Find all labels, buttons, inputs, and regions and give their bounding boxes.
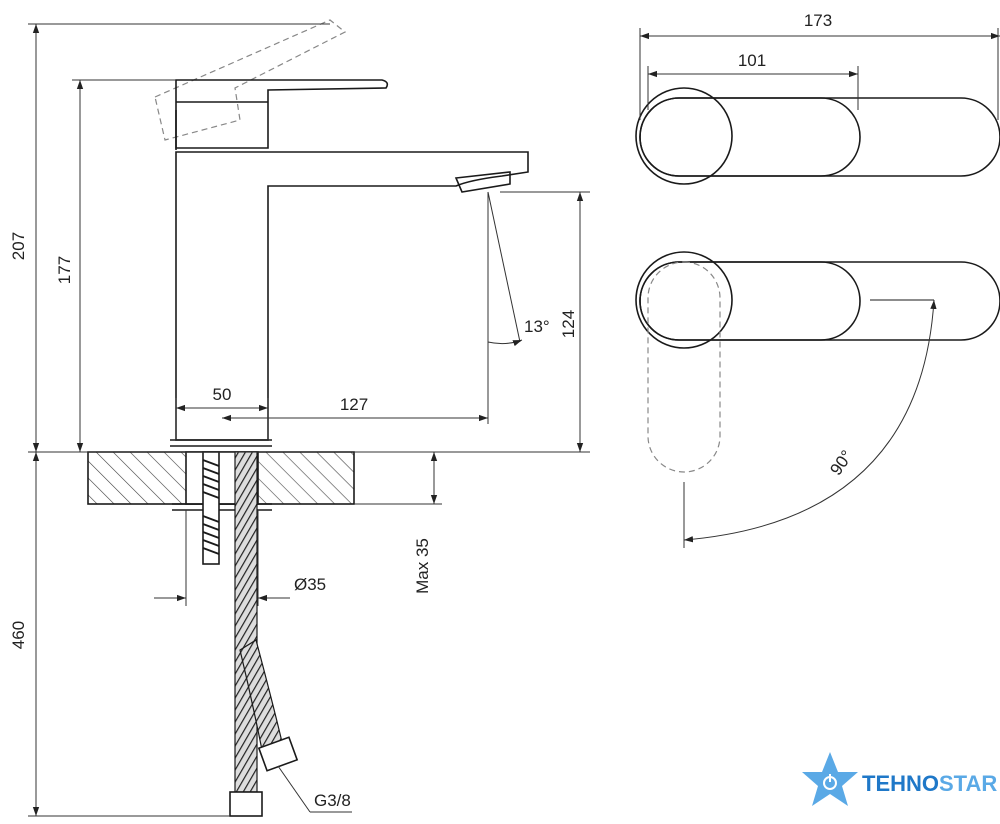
dimension-labels: 207 177 460 124 13° 50 127 Max 35 Ø35 G3…	[9, 11, 857, 810]
side-dimensions	[28, 23, 590, 817]
logo-text-star: STAR	[939, 771, 997, 796]
threaded-rod	[202, 451, 220, 565]
label-207: 207	[9, 232, 28, 260]
label-460: 460	[9, 621, 28, 649]
top-view-closed	[635, 87, 1000, 185]
svg-text:TEHNOSTAR: TEHNOSTAR	[862, 771, 997, 796]
faucet-body	[170, 151, 529, 447]
flex-hoses	[229, 451, 299, 817]
top-view-rotated	[635, 251, 1000, 473]
countertop	[87, 451, 355, 511]
label-diameter: Ø35	[294, 575, 326, 594]
label-90deg: 90°	[826, 447, 856, 479]
label-13deg: 13°	[524, 317, 550, 336]
label-127: 127	[340, 395, 368, 414]
label-thread: G3/8	[314, 791, 351, 810]
label-177: 177	[55, 256, 74, 284]
top-views	[635, 87, 1000, 473]
logo-text-tehno: TEHNO	[862, 771, 939, 796]
label-max35: Max 35	[413, 538, 432, 594]
label-50: 50	[213, 385, 232, 404]
label-101: 101	[738, 51, 766, 70]
tehnostar-logo: TEHNOSTAR	[802, 752, 997, 806]
label-124: 124	[559, 310, 578, 338]
side-view	[87, 19, 529, 817]
lever-handle	[175, 79, 389, 150]
label-173: 173	[804, 11, 832, 30]
top-dimensions	[639, 28, 1000, 548]
ghost-lever	[154, 19, 347, 141]
